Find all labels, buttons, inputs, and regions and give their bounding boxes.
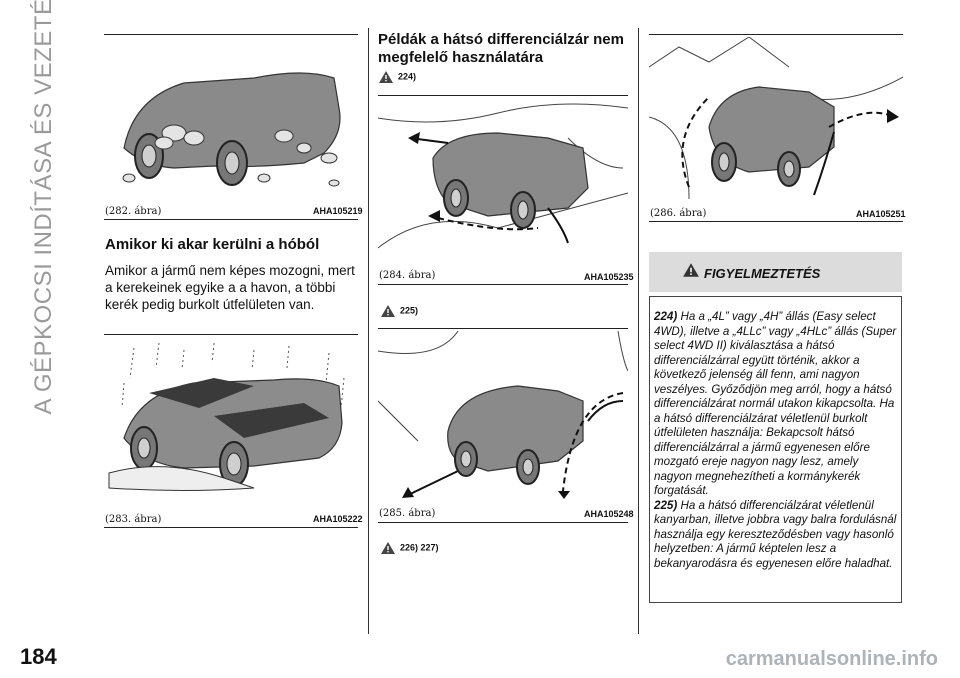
warning-reference: 226) 227) — [380, 541, 439, 555]
rule — [378, 284, 628, 285]
figure-code: AHA105235 — [584, 272, 634, 282]
figure-caption: (282. ábra) — [105, 206, 162, 217]
figure-caption: (286. ábra) — [650, 208, 707, 219]
rule — [378, 95, 628, 96]
warning-triangle-icon — [683, 263, 699, 277]
figure-caption: (285. ábra) — [379, 508, 436, 519]
warning-triangle-icon — [381, 305, 395, 317]
rule — [104, 334, 358, 335]
warning-text: 224) Ha a „4L” vagy „4H” állás (Easy sel… — [654, 310, 898, 571]
figure-286-curve-car — [649, 37, 903, 199]
warning-reference: 225) — [380, 304, 418, 318]
chapter-side-title: A GÉPKOCSI INDÍTÁSA ÉS VEZETÉSE — [30, 0, 57, 415]
rule — [378, 522, 628, 523]
figure-caption: (283. ábra) — [105, 514, 162, 525]
section-heading: Amikor ki akar kerülni a hóból — [105, 236, 320, 253]
section-heading: Példák a hátsó differenciálzár nem megfe… — [378, 31, 624, 66]
body-paragraph: Amikor a jármű nem képes mozogni, mert a… — [105, 263, 355, 312]
warning-paragraph: Ha a „4L” vagy „4H” állás (Easy select 4… — [654, 310, 897, 497]
figure-284-slope-car — [378, 98, 628, 258]
warning-ref-label: 224) — [398, 71, 417, 82]
warning-triangle-icon — [381, 542, 395, 554]
warning-ref-label: 225) — [400, 305, 419, 316]
rule — [104, 219, 358, 220]
figure-code: AHA105248 — [584, 509, 634, 519]
rule — [649, 221, 903, 222]
rule — [378, 328, 628, 329]
warning-number: 225) — [654, 498, 678, 512]
page-number: 184 — [20, 644, 57, 669]
figure-283-ice-car — [104, 338, 358, 496]
watermark[interactable]: carmanualsonline.info — [725, 648, 938, 670]
figure-285-intersection-car — [378, 331, 628, 499]
rule — [649, 34, 903, 35]
figure-code: AHA105222 — [313, 514, 363, 524]
rule — [104, 527, 358, 528]
figure-caption: (284. ábra) — [379, 270, 436, 281]
warning-title: FIGYELMEZTETÉS — [704, 266, 821, 281]
column-divider — [368, 28, 369, 634]
rule — [104, 34, 358, 35]
warning-reference: 224) — [378, 70, 416, 84]
warning-triangle-icon — [379, 71, 393, 83]
column-divider — [638, 28, 639, 634]
warning-paragraph: Ha a hátsó differenciálzárat véletlenül … — [654, 498, 897, 570]
figure-code: AHA105251 — [856, 209, 906, 219]
figure-code: AHA105219 — [313, 206, 363, 216]
figure-282-snow-car — [104, 38, 358, 198]
warning-ref-label: 226) 227) — [400, 542, 439, 553]
warning-box — [649, 296, 902, 603]
warning-number: 224) — [654, 310, 678, 323]
